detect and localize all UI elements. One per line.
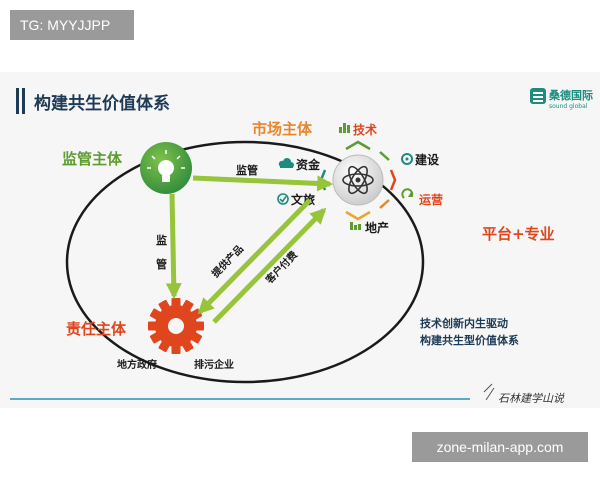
market-item-realestate: 地产 bbox=[350, 220, 389, 235]
slide: 构建共生价值体系 桑德国际 sound global 监管主体 市场主体 bbox=[0, 72, 600, 408]
note-line-1: 技术创新内生驱动 bbox=[420, 316, 508, 330]
buildings-icon bbox=[350, 222, 361, 230]
market-item-realestate-label: 地产 bbox=[365, 220, 389, 235]
edge-label-regulate-left-1: 监 bbox=[156, 233, 167, 247]
edge-label-regulate-top: 监管 bbox=[236, 163, 258, 177]
gear-icon bbox=[148, 298, 204, 354]
signature-text: 石林建学山说 bbox=[498, 392, 565, 405]
signature: 石林建学山说 bbox=[483, 383, 565, 405]
responsible-item-gov: 地方政府 bbox=[117, 358, 157, 371]
atom-icon bbox=[342, 165, 374, 195]
check-circle-icon bbox=[277, 193, 289, 205]
regulator-node bbox=[140, 142, 192, 194]
arrow-provide-products bbox=[197, 198, 312, 315]
market-item-build-label: 建设 bbox=[414, 152, 440, 167]
bar-chart-icon bbox=[339, 123, 350, 133]
market-item-capital: 资金 bbox=[278, 157, 321, 172]
ecosystem-ellipse bbox=[65, 140, 425, 384]
top-tag: TG: MYYJJPP bbox=[10, 10, 134, 40]
arrow-regulate-responsible bbox=[165, 193, 182, 300]
responsible-node bbox=[148, 298, 204, 354]
regulator-label: 监管主体 bbox=[62, 150, 123, 168]
market-item-capital-label: 资金 bbox=[296, 157, 321, 172]
lightbulb-icon bbox=[147, 150, 185, 169]
value-system-diagram: 构建共生价值体系 桑德国际 sound global 监管主体 市场主体 bbox=[10, 88, 593, 405]
note-line-2: 构建共生型价值体系 bbox=[420, 333, 519, 347]
responsible-item-polluter: 排污企业 bbox=[194, 358, 234, 371]
title-bar-left bbox=[16, 88, 19, 114]
arrow-customer-pays bbox=[212, 207, 327, 324]
recycle-icon bbox=[401, 188, 414, 199]
gear-person-icon bbox=[401, 153, 413, 165]
edge-label-regulate-left-2: 管 bbox=[156, 257, 167, 271]
bottom-watermark: zone-milan-app.com bbox=[412, 432, 588, 462]
market-item-build: 建设 bbox=[401, 152, 440, 167]
market-node bbox=[319, 140, 397, 221]
title-bar-right bbox=[22, 88, 25, 114]
arrow-regulate-market bbox=[192, 175, 334, 192]
cloud-icon bbox=[278, 158, 294, 168]
market-item-operate-label: 运营 bbox=[419, 192, 443, 207]
logo-sub: sound global bbox=[549, 103, 588, 110]
responsible-label: 责任主体 bbox=[66, 320, 127, 338]
logo-name: 桑德国际 bbox=[548, 88, 593, 102]
market-item-operate: 运营 bbox=[401, 188, 443, 207]
market-item-tech-label: 技术 bbox=[353, 122, 377, 137]
company-logo: 桑德国际 sound global bbox=[530, 88, 593, 110]
market-item-tech: 技术 bbox=[339, 122, 377, 137]
market-label: 市场主体 bbox=[252, 120, 313, 138]
platform-label: 平台+专业 bbox=[482, 225, 555, 243]
slide-title: 构建共生价值体系 bbox=[34, 93, 170, 114]
